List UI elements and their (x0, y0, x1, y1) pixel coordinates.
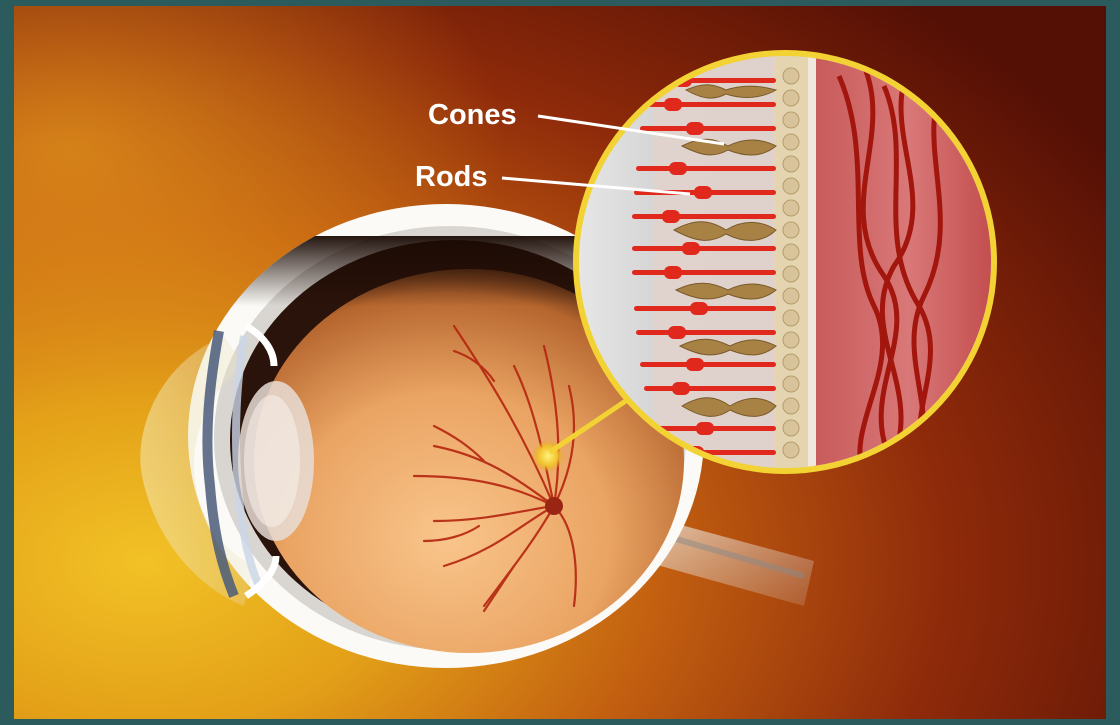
eye-illustration: Cones Rods (14, 6, 1106, 719)
cones-label-text: Cones (428, 99, 517, 131)
illustration-area: Cones Rods (14, 6, 1106, 719)
rods-label-text: Rods (415, 161, 488, 193)
optic-disc (545, 497, 563, 515)
